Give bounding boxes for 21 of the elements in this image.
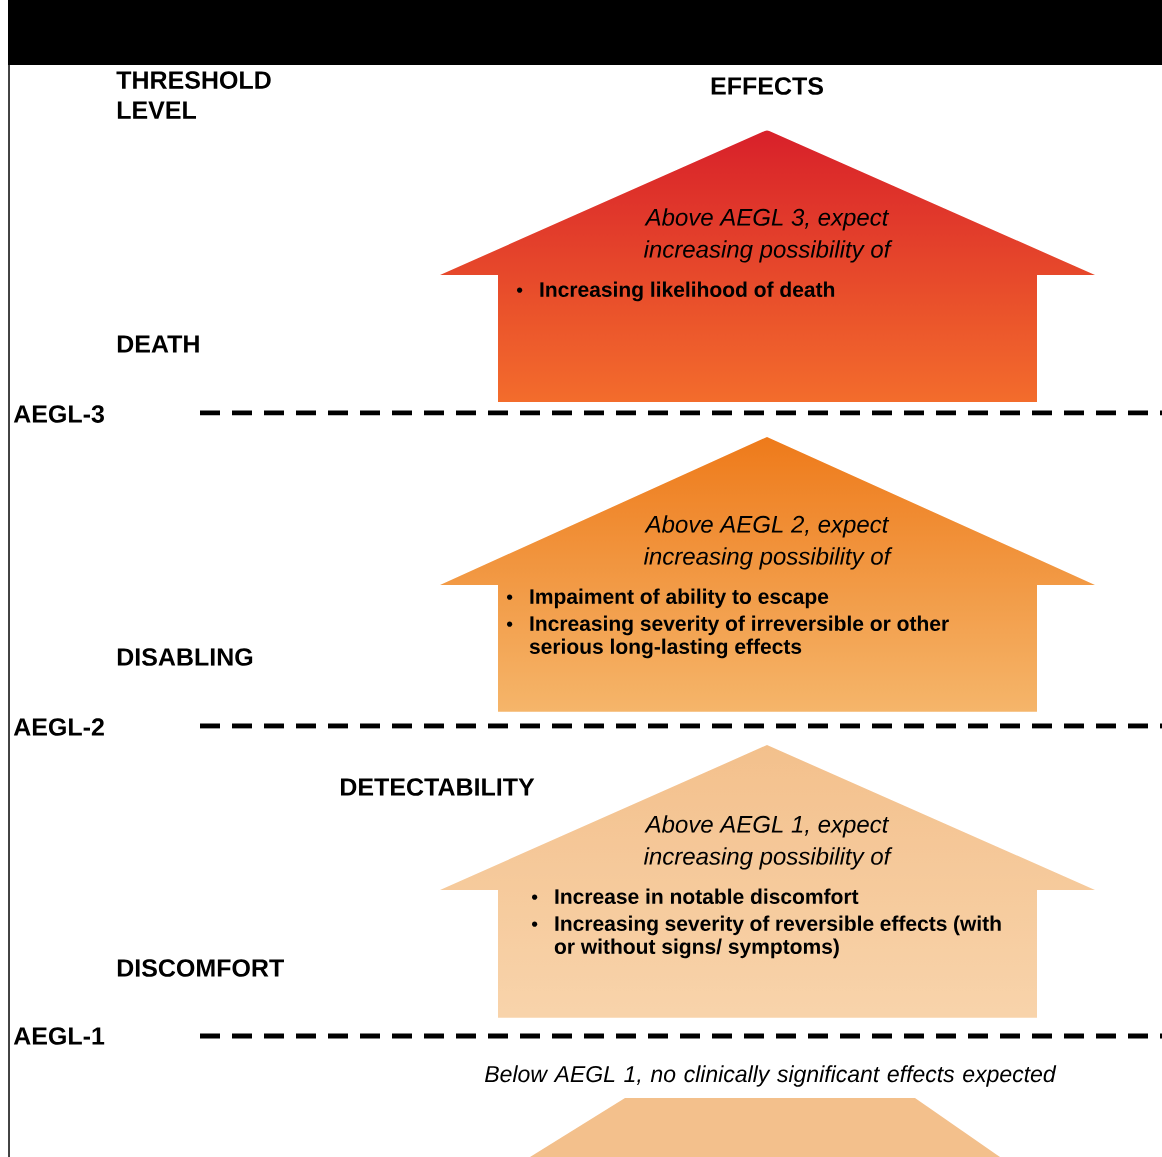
node-label: Above AEGL 2, expect increasing possibility of xyxy=(644,515,893,570)
heading-label: EFFECTS xyxy=(711,77,823,95)
arrow-box: Above AEGL 2, expect increasing possibility of Impaiment of ability to escape Increasing severity of irreversible or other serious long-lasting effects xyxy=(507,515,949,659)
heading-label: THRESHOLD LEVEL xyxy=(116,71,271,119)
heading-label: DISCOMFORT xyxy=(117,959,284,977)
node-label: Increasing severity of reversible effects (with or without signs/ symptoms) xyxy=(554,915,1001,959)
arrow-box: Above AEGL 3, expect increasing possibility of Increasing likelihood of death xyxy=(517,208,893,302)
node-label: Impaiment of ability to escape xyxy=(530,588,829,609)
heading-label: AEGL-2 xyxy=(13,718,104,736)
heading-label: AEGL-3 xyxy=(13,405,104,423)
heading-label: AEGL-1 xyxy=(13,1027,105,1045)
arrow-box: Above AEGL 1, expect increasing possibility of Increase in notable discomfort Increasing severity of reversible effects (with or without signs/ symptoms) xyxy=(532,815,1001,959)
node-label: Above AEGL 1, expect increasing possibility of xyxy=(644,815,893,870)
heading-label: DEATH xyxy=(117,335,199,353)
heading-label: DETECTABILITY xyxy=(341,778,535,796)
arrow-shape xyxy=(530,1098,1000,1157)
node-label: Increasing severity of irreversible or other serious long-lasting effects xyxy=(529,615,949,659)
node-label: Increasing likelihood of death xyxy=(540,281,835,302)
heading-label: DISABLING xyxy=(117,648,253,666)
node-label: Above AEGL 3, expect increasing possibility of xyxy=(644,208,893,263)
node-label: Increase in notable discomfort xyxy=(555,888,859,904)
